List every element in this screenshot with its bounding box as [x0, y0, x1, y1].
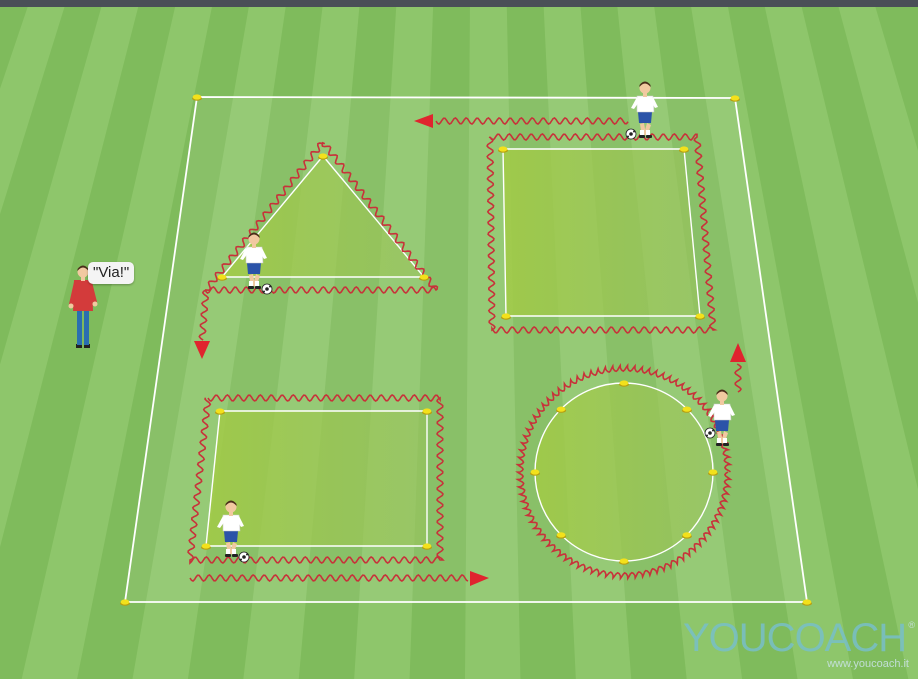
top-bar	[0, 0, 918, 7]
ball-icon	[262, 284, 272, 294]
square-zone	[503, 149, 700, 316]
ball-icon	[626, 129, 636, 139]
registered-mark: ®	[908, 620, 915, 630]
ball-icon	[705, 428, 715, 438]
brand-url: www.youcoach.it	[827, 658, 909, 670]
coach-callout: "Via!"	[88, 262, 134, 284]
brand-logo: YOUCOACH	[683, 616, 906, 660]
brand-watermark: YOUCOACH ® www.youcoach.it	[683, 614, 915, 674]
ball-icon	[239, 552, 249, 562]
